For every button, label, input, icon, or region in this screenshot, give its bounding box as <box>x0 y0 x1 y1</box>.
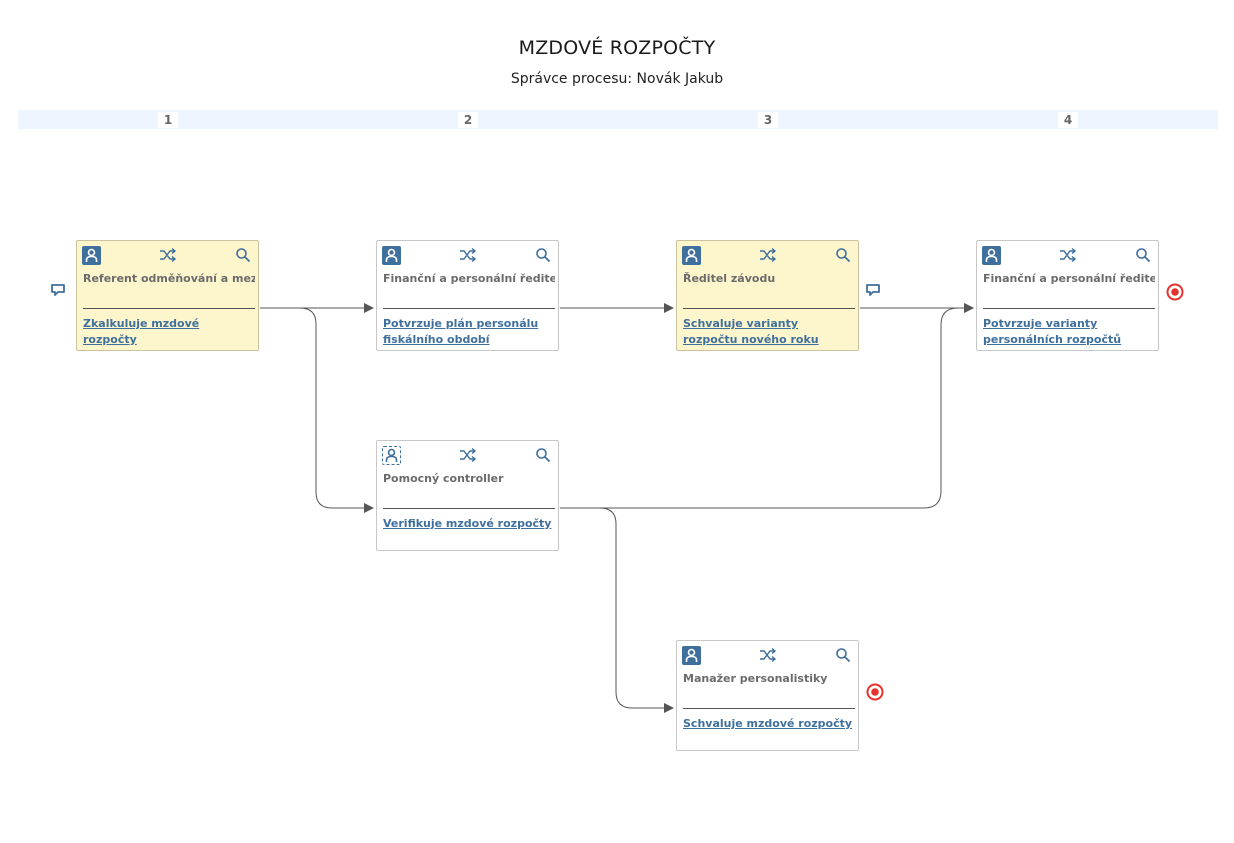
role-label: Ředitel závodu <box>683 272 776 285</box>
activity-link[interactable]: Potvrzuje plán personálu fiskálního obdo… <box>383 317 539 346</box>
role-label: Referent odměňování a mezd <box>83 272 255 285</box>
role-label: Pomocný controller <box>383 472 504 485</box>
divider <box>683 308 855 309</box>
search-icon[interactable] <box>535 447 551 463</box>
person-icon <box>382 246 401 265</box>
process-owner: Správce procesu: Novák Jakub <box>510 71 724 87</box>
column-number: 1 <box>158 112 178 128</box>
shuffle-icon[interactable] <box>459 247 477 263</box>
connector-n5-n4 <box>560 303 974 509</box>
role-label: Manažer personalistiky <box>683 672 828 685</box>
diagram-title: MZDOVÉ ROZPOČTY <box>518 37 716 59</box>
column-number: 2 <box>458 112 478 128</box>
process-step-n3[interactable]: Ředitel závodu Schvaluje varianty rozpoč… <box>676 240 859 351</box>
shuffle-icon[interactable] <box>1059 247 1077 263</box>
activity-link[interactable]: Zkalkuluje mzdové rozpočty <box>83 317 200 346</box>
activity-link[interactable]: Schvaluje varianty rozpočtu nového roku <box>683 317 819 346</box>
shuffle-icon[interactable] <box>159 247 177 263</box>
column-number: 4 <box>1058 112 1078 128</box>
search-icon[interactable] <box>835 647 851 663</box>
column-header-bar: 1 2 3 4 <box>18 110 1218 129</box>
activity-link[interactable]: Potvrzuje varianty personálních rozpočtů <box>983 317 1122 346</box>
search-icon[interactable] <box>235 247 251 263</box>
activity-link[interactable]: Verifikuje mzdové rozpočty <box>383 517 552 530</box>
column-number: 3 <box>758 112 778 128</box>
divider <box>683 708 855 709</box>
search-icon[interactable] <box>835 247 851 263</box>
divider <box>383 508 555 509</box>
shuffle-icon[interactable] <box>459 447 477 463</box>
connector-n5-n6 <box>560 507 674 713</box>
start-event-icon[interactable] <box>864 281 882 299</box>
person-icon <box>682 646 701 665</box>
search-icon[interactable] <box>535 247 551 263</box>
person-icon <box>682 246 701 265</box>
search-icon[interactable] <box>1135 247 1151 263</box>
process-step-n5[interactable]: Pomocný controller Verifikuje mzdové roz… <box>376 440 559 551</box>
end-event-icon <box>866 683 884 701</box>
divider <box>83 308 255 309</box>
divider <box>983 308 1155 309</box>
process-step-n2[interactable]: Finanční a personální ředitel Potvrzuje … <box>376 240 559 351</box>
shuffle-icon[interactable] <box>759 647 777 663</box>
process-step-n6[interactable]: Manažer personalistiky Schvaluje mzdové … <box>676 640 859 751</box>
shuffle-icon[interactable] <box>759 247 777 263</box>
connector-n1-n5 <box>260 307 374 513</box>
person-icon <box>982 246 1001 265</box>
person-icon <box>82 246 101 265</box>
person-dotted-icon <box>382 446 401 465</box>
process-step-n4[interactable]: Finanční a personální ředitel Potvrzuje … <box>976 240 1159 351</box>
role-label: Finanční a personální ředitel <box>383 272 555 285</box>
start-event-icon[interactable] <box>49 281 67 299</box>
end-event-icon <box>1166 283 1184 301</box>
activity-link[interactable]: Schvaluje mzdové rozpočty <box>683 717 853 730</box>
process-step-n1[interactable]: Referent odměňování a mezd Zkalkuluje mz… <box>76 240 259 351</box>
role-label: Finanční a personální ředitel <box>983 272 1155 285</box>
divider <box>383 308 555 309</box>
